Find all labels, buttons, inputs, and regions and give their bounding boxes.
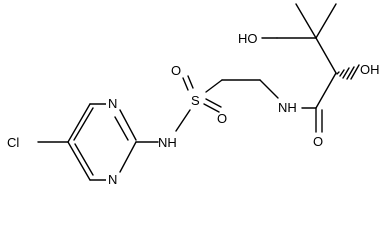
bond-s-o-top-b <box>187 75 194 89</box>
atom-labels: Cl N N NH S O O NH O OH HO <box>7 31 380 185</box>
hashed-wedge-bond <box>336 64 360 80</box>
bond-s-o-right-a <box>203 103 220 113</box>
bond-cquat-methyl-1 <box>315 3 337 39</box>
structure-diagram: Cl N N NH S O O NH O OH HO <box>7 3 380 185</box>
atom-nh-sulfonamide: NH <box>158 135 177 150</box>
atom-o-sulfonyl-bottom: O <box>217 111 227 126</box>
bond-n3-c2 <box>119 109 137 141</box>
bond-s-o-right-b <box>205 98 222 108</box>
bond-n3-c2-inner <box>114 116 129 141</box>
bond-cquat-methyl-2 <box>295 3 317 39</box>
bonds <box>37 3 337 181</box>
atom-o-carbonyl: O <box>313 134 323 149</box>
atom-s: S <box>191 93 200 108</box>
bond-calpha-cquat <box>315 37 337 74</box>
bond-ch2-nh <box>259 79 279 99</box>
atom-o-sulfonyl-top: O <box>171 63 181 78</box>
bond-s-o-top-a <box>182 77 189 91</box>
bond-c2-n1 <box>119 141 137 173</box>
bond-carbonyl-calpha <box>315 72 337 109</box>
atom-oh-alpha: OH <box>360 62 380 77</box>
bond-c5-c4-inner <box>73 107 94 141</box>
atom-ho-primary: HO <box>238 31 258 46</box>
atom-nh-amide: NH <box>278 100 297 115</box>
bond-c6-c5 <box>67 141 91 181</box>
bond-c5-c4 <box>67 103 91 143</box>
atom-n-ring-bottom: N <box>108 172 117 185</box>
bond-nh-s <box>175 109 191 132</box>
atom-n-ring-top: N <box>108 96 117 111</box>
bond-c6-c5-inner <box>74 143 94 176</box>
bond-s-ch2 <box>205 79 223 93</box>
atom-cl: Cl <box>7 135 19 150</box>
